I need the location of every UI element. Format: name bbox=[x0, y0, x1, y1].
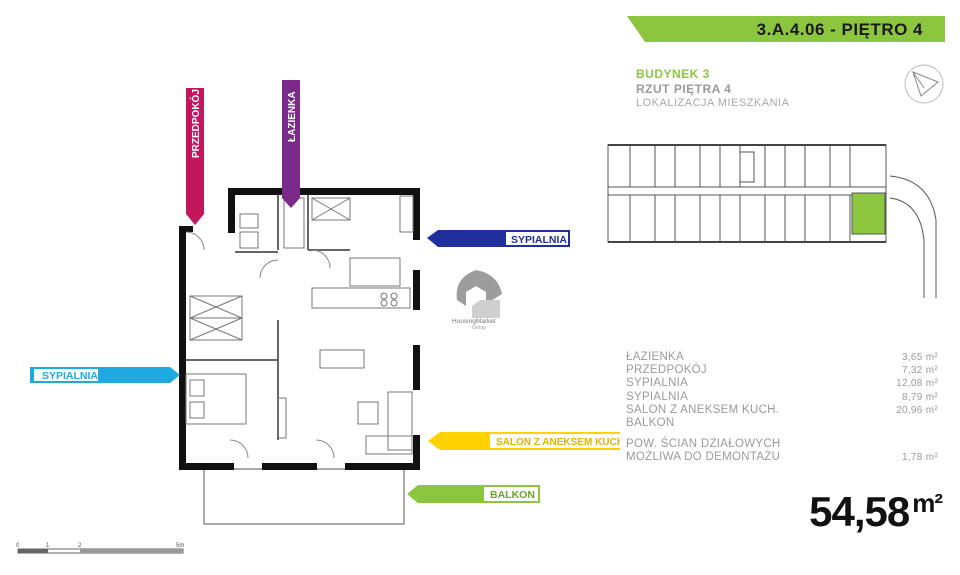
wardrobe-hall bbox=[311, 197, 351, 221]
north-arrow-icon bbox=[904, 64, 944, 104]
sofa bbox=[387, 391, 413, 451]
room-row: SYPIALNIA 12,08 m² bbox=[626, 377, 938, 390]
dining-table bbox=[319, 349, 365, 369]
label-sypialnia-left: SYPIALNIA bbox=[42, 370, 98, 382]
room-row: SALON Z ANEKSEM KUCH. 20,96 m² bbox=[626, 404, 938, 417]
logo-name: HousingMarket bbox=[452, 318, 496, 325]
callout-lazienka bbox=[282, 80, 300, 208]
label-lazienka: ŁAZIENKA bbox=[287, 91, 298, 142]
callout-przedpokoj bbox=[186, 88, 204, 225]
apartment-code: 3.A.4.06 - PIĘTRO 4 bbox=[756, 20, 923, 39]
floor-key-plan bbox=[607, 144, 937, 298]
bed-2 bbox=[349, 257, 401, 287]
scale-label-1: 1 bbox=[46, 543, 50, 549]
scale-label-2: 2 bbox=[78, 543, 82, 549]
armchair bbox=[357, 401, 379, 425]
room-area: 7,32 m² bbox=[901, 365, 938, 377]
room-row: BALKON bbox=[626, 417, 938, 430]
label-balkon: BALKON bbox=[490, 489, 535, 501]
sink bbox=[239, 231, 259, 249]
bathtub bbox=[283, 197, 305, 249]
room-area: 8,79 m² bbox=[901, 391, 938, 403]
room-area: 3,65 m² bbox=[901, 352, 938, 363]
balcony-area bbox=[203, 468, 405, 525]
floor-plan: PRZEDPOKÓJ ŁAZIENKA SYPIALNIA SYPIALNIA … bbox=[16, 80, 620, 554]
room-name: PRZEDPOKÓJ bbox=[626, 364, 707, 377]
exterior-walls bbox=[179, 188, 420, 470]
logo-sub: Group bbox=[472, 325, 486, 331]
room-name: SYPIALNIA bbox=[626, 377, 689, 390]
room-area-list: ŁAZIENKA 3,65 m² PRZEDPOKÓJ 7,32 m² SYPIAL… bbox=[626, 351, 938, 465]
banner-shape bbox=[627, 16, 945, 42]
location-label: LOKALIZACJA MIESZKANIA bbox=[636, 97, 790, 109]
room-name: SYPIALNIA bbox=[626, 390, 689, 403]
doors bbox=[185, 231, 335, 459]
housing-market-logo-icon bbox=[456, 270, 502, 318]
total-value: 54,58 bbox=[809, 488, 910, 535]
partition-note: POW. ŚCIAN DZIAŁOWYCH MOŻLIWA DO DEMONTA… bbox=[626, 438, 938, 464]
logo-text: HousingMarket bbox=[452, 318, 496, 325]
partition-line2: MOŻLIWA DO DEMONTAŻU bbox=[626, 451, 781, 464]
room-area: 20,96 m² bbox=[896, 404, 938, 416]
room-area: 12,08 m² bbox=[896, 378, 938, 390]
apartment-highlight bbox=[851, 192, 886, 235]
room-name: BALKON bbox=[626, 416, 675, 429]
total-unit: m² bbox=[912, 488, 943, 518]
scale-bar: 0 1 2 5m bbox=[16, 543, 184, 554]
label-salon: SALON Z ANEKSEM KUCH. bbox=[496, 437, 620, 448]
kitchen-counter bbox=[311, 287, 411, 309]
room-name: ŁAZIENKA bbox=[626, 351, 685, 363]
room-row: SYPIALNIA 8,79 m² bbox=[626, 391, 938, 404]
partition-area: 1,78 m² bbox=[901, 452, 938, 464]
room-name: SALON Z ANEKSEM KUCH. bbox=[626, 403, 780, 416]
floor-label: RZUT PIĘTRA 4 bbox=[636, 82, 732, 96]
room-row: PRZEDPOKÓJ 7,32 m² bbox=[626, 364, 938, 377]
bed bbox=[185, 373, 247, 425]
building-label: BUDYNEK 3 bbox=[636, 67, 710, 81]
room-row: ŁAZIENKA 3,65 m² bbox=[626, 351, 938, 364]
scale-label-0: 0 bbox=[16, 543, 20, 549]
partition-line1: POW. ŚCIAN DZIAŁOWYCH bbox=[626, 438, 781, 451]
fixtures bbox=[185, 195, 414, 455]
toilet bbox=[239, 213, 259, 229]
label-sypialnia-top: SYPIALNIA bbox=[511, 234, 567, 246]
scale-label-5m: 5m bbox=[176, 543, 184, 549]
apartment-code-banner: 3.A.4.06 - PIĘTRO 4 bbox=[627, 16, 945, 42]
label-przedpokoj: PRZEDPOKÓJ bbox=[189, 89, 202, 158]
